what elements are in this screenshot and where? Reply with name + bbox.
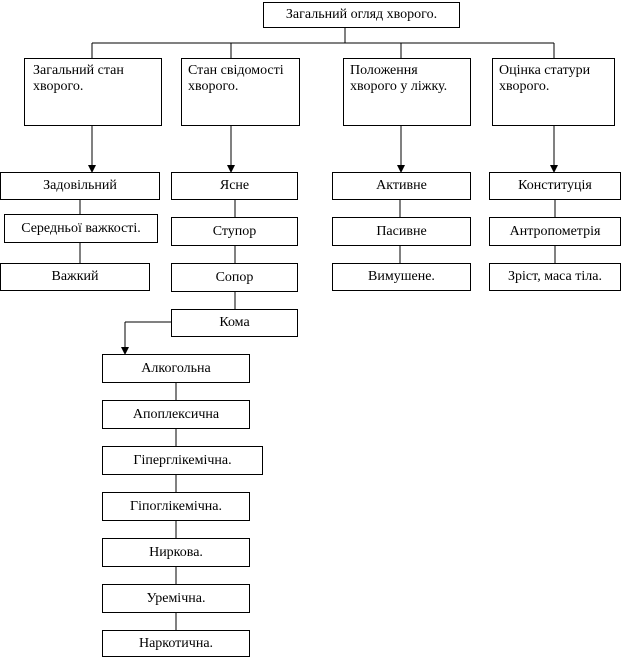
root-node: Загальний огляд хворого. [263,2,460,28]
coma-type-uremic: Уремічна. [102,584,250,613]
category-consciousness: Стан свідомості хворого. [181,58,300,126]
coma-type-hypoglycemic: Гіпоглікемічна. [102,492,250,521]
category-body-build: Оцінка статури хворого. [492,58,615,126]
coma-type-hyperglycemic: Гіперглікемічна. [102,446,263,475]
item-coma: Кома [171,309,298,337]
item-height-weight: Зріст, маса тіла. [489,263,621,291]
category-bed-position: Положення хворого у ліжку. [343,58,471,126]
item-stupor: Ступор [171,217,298,246]
coma-type-apoplectic: Апоплексична [102,400,250,429]
category-general-condition: Загальний стан хворого. [24,58,162,126]
item-passive: Пасивне [332,217,471,246]
item-severe: Важкий [0,263,150,291]
item-moderate: Середньої важкості. [4,214,158,243]
coma-type-renal: Ниркова. [102,538,250,567]
item-forced: Вимушене. [332,263,471,291]
item-active: Активне [332,172,471,200]
item-anthropometry: Антропометрія [489,217,621,246]
item-clear: Ясне [171,172,298,200]
item-satisfactory: Задовільний [0,172,160,200]
item-sopor: Сопор [171,263,298,292]
coma-type-alcoholic: Алкогольна [102,354,250,383]
coma-type-narcotic: Наркотична. [102,630,250,657]
item-constitution: Конституція [489,172,621,200]
